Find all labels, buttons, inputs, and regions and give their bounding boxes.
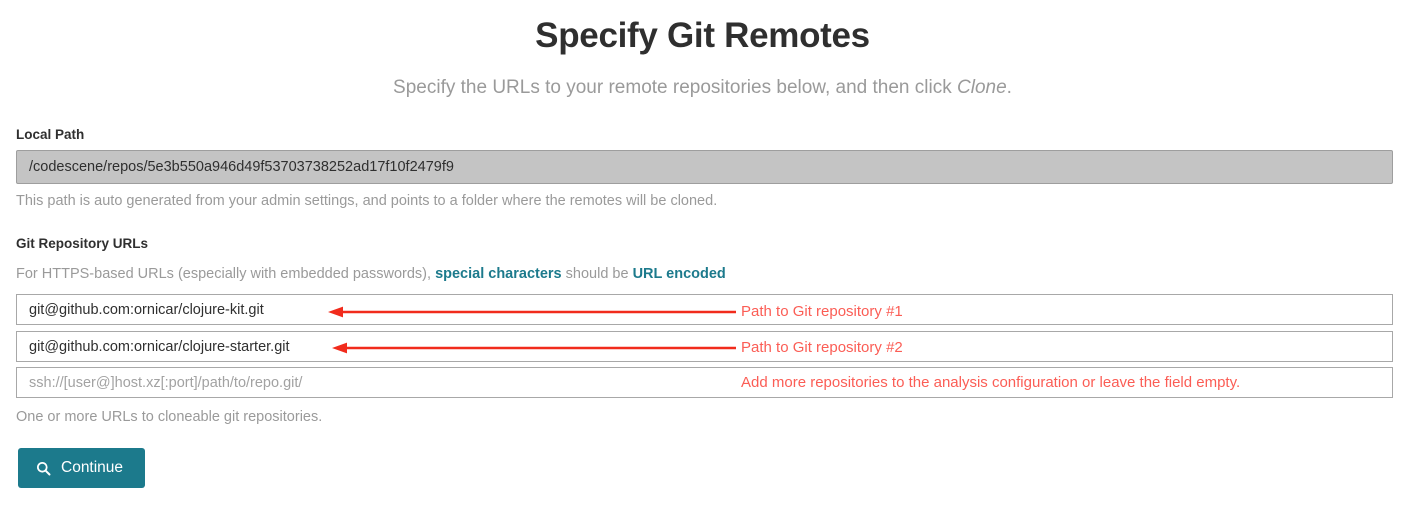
annotation-label-1: Path to Git repository #1 (741, 303, 903, 320)
git-urls-help-text: For HTTPS-based URLs (especially with em… (16, 264, 726, 284)
page-subtitle: Specify the URLs to your remote reposito… (0, 74, 1405, 102)
annotation-label-2: Path to Git repository #2 (741, 339, 903, 356)
git-urls-help-part2: should be (561, 266, 633, 282)
local-path-input (16, 150, 1393, 184)
page-subtitle-emphasis: Clone (957, 77, 1007, 98)
git-urls-label: Git Repository URLs (16, 236, 149, 251)
git-urls-footer-help: One or more URLs to cloneable git reposi… (16, 409, 323, 425)
git-url-input-2[interactable] (16, 331, 1393, 362)
continue-button-label: Continue (61, 459, 124, 476)
continue-button[interactable]: Continue (18, 448, 146, 488)
page-title: Specify Git Remotes (535, 16, 870, 55)
page-subtitle-suffix: . (1006, 77, 1012, 98)
url-encoded-link[interactable]: URL encoded (632, 266, 726, 282)
search-icon (36, 461, 51, 476)
special-characters-link[interactable]: special characters (435, 266, 562, 282)
git-urls-help-part1: For HTTPS-based URLs (especially with em… (16, 266, 436, 282)
local-path-help-text: This path is auto generated from your ad… (16, 193, 718, 209)
annotation-label-3: Add more repositories to the analysis co… (741, 374, 1241, 391)
git-url-input-3[interactable] (16, 367, 1393, 398)
local-path-label: Local Path (16, 127, 85, 142)
annotation-arrow-2 (332, 341, 736, 355)
git-url-input-1[interactable] (16, 294, 1393, 325)
page-subtitle-prefix: Specify the URLs to your remote reposito… (393, 77, 957, 98)
annotation-arrow-1 (328, 305, 736, 319)
